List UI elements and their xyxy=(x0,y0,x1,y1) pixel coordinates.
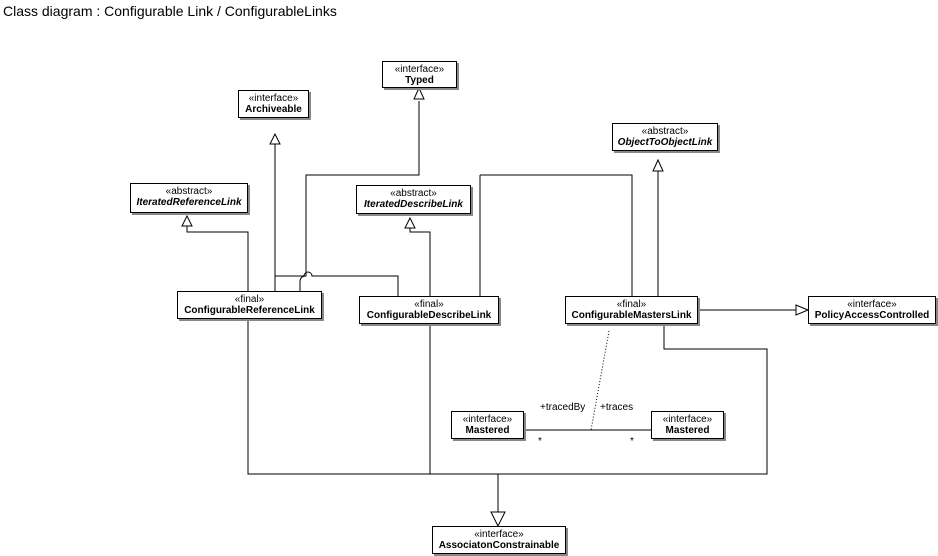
realization-ref-to-associaton-constrainable xyxy=(247,319,498,475)
realization-describe-to-archiveable xyxy=(275,271,399,296)
realization-arrowhead xyxy=(269,132,281,145)
class-policy-access-controlled[interactable]: «interface» PolicyAccessControlled xyxy=(808,296,936,324)
multiplicity-left: * xyxy=(538,436,542,447)
stereotype: «interface» xyxy=(662,414,713,425)
stereotype: «abstract» xyxy=(641,126,689,137)
stereotype: «final» xyxy=(616,299,647,310)
realization-arrowhead xyxy=(490,511,506,528)
realization-ref-to-typed xyxy=(299,101,420,291)
class-name: Mastered xyxy=(465,425,510,436)
stereotype: «final» xyxy=(234,294,265,305)
class-typed[interactable]: «interface» Typed xyxy=(382,61,457,88)
class-name: Typed xyxy=(405,75,434,86)
stereotype: «abstract» xyxy=(165,186,213,197)
class-iterated-reference-link[interactable]: «abstract» IteratedReferenceLink xyxy=(130,183,248,213)
class-name: ConfigurableMastersLink xyxy=(571,310,692,321)
realization-arrowhead xyxy=(413,86,425,100)
class-object-to-object-link[interactable]: «abstract» ObjectToObjectLink xyxy=(612,123,718,151)
association-class-link xyxy=(590,330,610,431)
stereotype: «interface» xyxy=(394,64,445,75)
class-name: ConfigurableReferenceLink xyxy=(184,305,315,316)
role-traced-by: +tracedBy xyxy=(540,402,586,413)
class-configurable-describe-link[interactable]: «final» ConfigurableDescribeLink xyxy=(359,296,499,324)
multiplicity-right: * xyxy=(630,436,634,447)
generalization-arrowhead xyxy=(652,158,664,172)
class-iterated-describe-link[interactable]: «abstract» IteratedDescribeLink xyxy=(356,185,471,214)
stereotype: «final» xyxy=(414,299,444,310)
stereotype: «interface» xyxy=(847,299,897,310)
stereotype: «interface» xyxy=(474,529,524,540)
class-name: Mastered xyxy=(665,425,710,436)
generalization-arrowhead xyxy=(181,214,193,227)
generalization-arrowhead xyxy=(404,216,416,229)
stereotype: «interface» xyxy=(248,93,299,104)
diagram-title: Class diagram : Configurable Link / Conf… xyxy=(3,3,337,19)
stereotype: «interface» xyxy=(462,414,513,425)
class-configurable-reference-link[interactable]: «final» ConfigurableReferenceLink xyxy=(177,291,322,319)
role-traces: +traces xyxy=(600,402,634,413)
class-name: AssociatonConstrainable xyxy=(438,540,560,551)
realization-masters-to-typed xyxy=(480,174,633,296)
class-archiveable[interactable]: «interface» Archiveable xyxy=(238,90,309,118)
class-name: Archiveable xyxy=(245,104,302,115)
class-name: IteratedDescribeLink xyxy=(364,199,463,210)
stereotype: «abstract» xyxy=(390,188,437,199)
class-name: PolicyAccessControlled xyxy=(814,310,930,321)
class-name: ObjectToObjectLink xyxy=(617,137,713,148)
class-mastered-left[interactable]: «interface» Mastered xyxy=(451,411,524,439)
generalization-ref-to-iterated-reference xyxy=(186,224,249,291)
class-name: ConfigurableDescribeLink xyxy=(366,310,492,321)
realization-masters-to-associaton-constrainable xyxy=(497,324,768,512)
realization-arrowhead xyxy=(795,304,810,316)
class-name: IteratedReferenceLink xyxy=(136,197,242,208)
class-configurable-masters-link[interactable]: «final» ConfigurableMastersLink xyxy=(565,296,698,324)
class-associaton-constrainable[interactable]: «interface» AssociatonConstrainable xyxy=(432,526,566,554)
generalization-describe-to-iterated-describe xyxy=(409,226,431,296)
class-mastered-right[interactable]: «interface» Mastered xyxy=(651,411,724,439)
